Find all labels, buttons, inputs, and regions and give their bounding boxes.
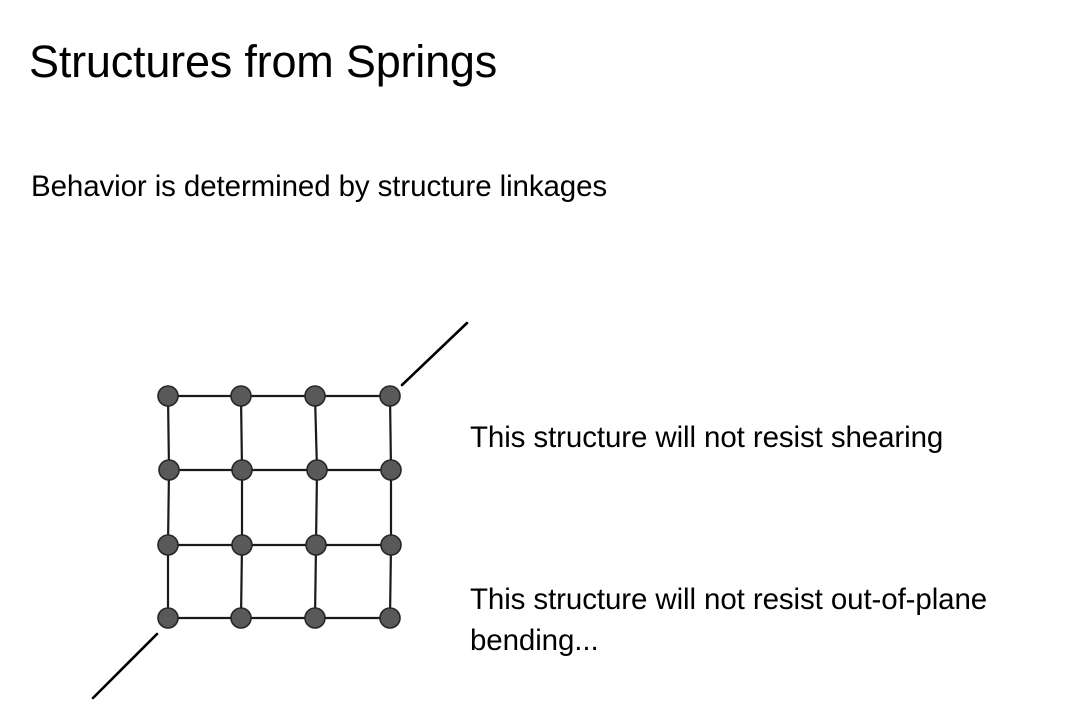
spring-lattice-figure (60, 300, 490, 720)
lattice-node (304, 385, 326, 407)
lattice-edge-vertical (388, 394, 393, 472)
lattice-node (230, 385, 252, 407)
lattice-node (157, 385, 179, 407)
lattice-node (304, 607, 326, 629)
lattice-edge-vertical (314, 468, 319, 547)
lattice-edge-vertical (166, 394, 171, 472)
slide-subtitle: Behavior is determined by structure link… (31, 169, 608, 203)
lattice-node (305, 534, 327, 556)
lattice-node (231, 459, 253, 481)
lattice-edge-vertical (313, 394, 319, 472)
lattice-node (380, 459, 402, 481)
annotation-shearing: This structure will not resist shearing (470, 420, 944, 454)
lattice-node-group (157, 385, 402, 629)
lattice-edge-group (166, 394, 393, 620)
page-title: Structures from Springs (29, 36, 498, 88)
lattice-edge-vertical (239, 394, 244, 472)
lattice-edge-vertical (166, 468, 171, 547)
annotation-bending: This structure will not resist out-of-pl… (470, 582, 988, 657)
lattice-node (157, 607, 179, 629)
lattice-node (231, 534, 253, 556)
lattice-node (379, 607, 401, 629)
lattice-edge-vertical (388, 543, 393, 620)
leader-line-group (91, 321, 469, 700)
lattice-node (230, 607, 252, 629)
lattice-node (306, 459, 328, 481)
lattice-node (158, 459, 180, 481)
lattice-edge-vertical (239, 543, 244, 620)
lattice-edge-vertical (313, 543, 318, 620)
spring-lattice-svg (91, 321, 469, 700)
lattice-node (157, 534, 179, 556)
lattice-node (380, 534, 402, 556)
top-right-leader (400, 321, 469, 387)
bottom-left-leader (91, 632, 159, 700)
lattice-node (379, 385, 401, 407)
